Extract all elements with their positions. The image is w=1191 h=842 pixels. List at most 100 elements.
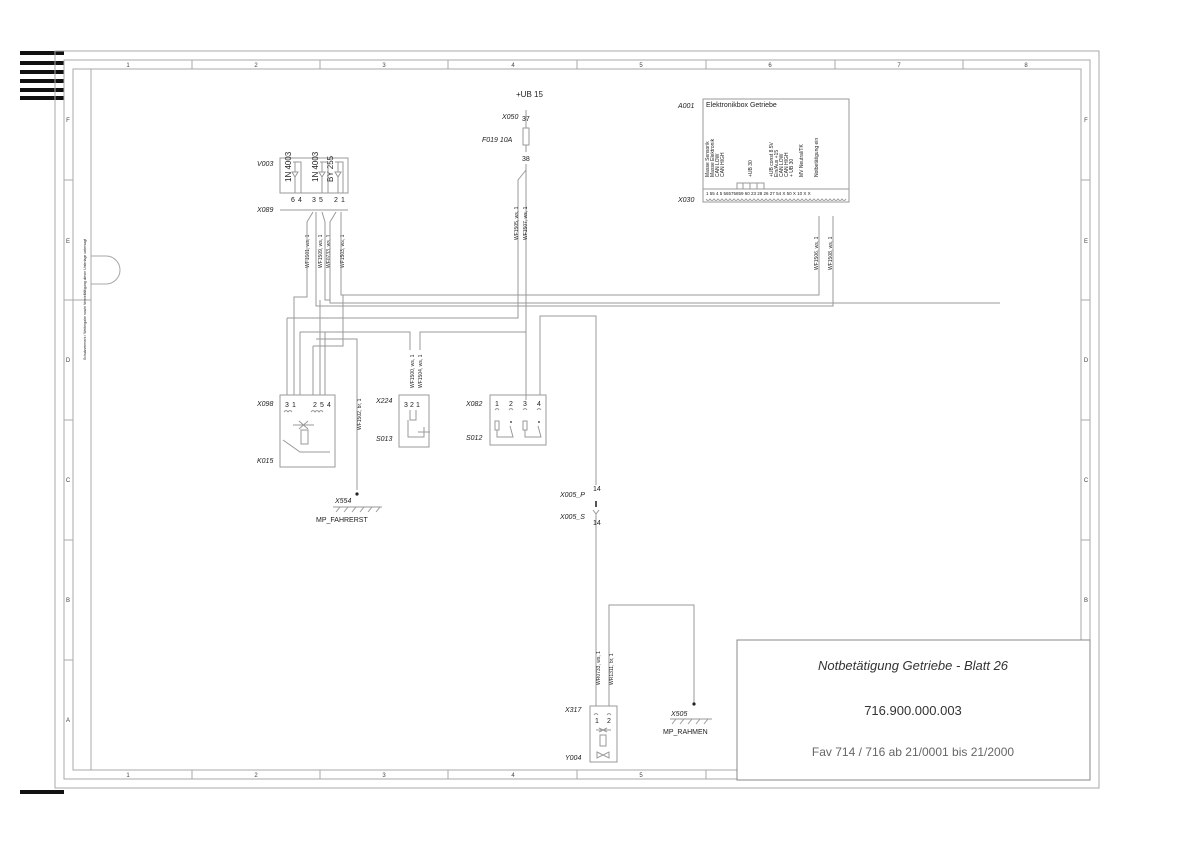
- x005p-label: X005_P: [559, 492, 585, 499]
- svg-text:WF1507, ws, 1: WF1507, ws, 1: [523, 206, 529, 240]
- x317-label: X317: [564, 707, 582, 714]
- svg-text:2: 2: [254, 63, 258, 69]
- x050-pin-38: 38: [522, 156, 530, 163]
- svg-text:3: 3: [382, 63, 386, 69]
- mp-rahmen-label: MP_RAHMEN: [663, 729, 708, 736]
- svg-text:1: 1: [341, 197, 345, 204]
- svg-text:14: 14: [593, 520, 601, 527]
- svg-text:WF1505, ws, 1: WF1505, ws, 1: [514, 206, 520, 240]
- svg-text:5: 5: [639, 773, 643, 779]
- svg-text:WF1509, ws, 1: WF1509, ws, 1: [318, 234, 324, 268]
- x098-label: X098: [256, 401, 273, 408]
- svg-text:WR0733, ws, 1: WR0733, ws, 1: [596, 651, 602, 685]
- svg-text:F: F: [66, 118, 70, 124]
- svg-text:6: 6: [291, 197, 295, 204]
- power-fuse-group: +UB 15 X050 37 F019 10A 38 WF1505, ws, 1…: [482, 90, 543, 318]
- svg-text:1N 4003: 1N 4003: [311, 151, 320, 182]
- svg-text:CAN HIGH: CAN HIGH: [720, 152, 726, 177]
- svg-text:WF1503, ws, 1: WF1503, ws, 1: [340, 234, 346, 268]
- svg-text:1: 1: [495, 401, 499, 408]
- switch-s012: X082 1 2 3 4 S012: [465, 394, 547, 446]
- svg-text:A: A: [66, 718, 70, 724]
- svg-text:5: 5: [319, 197, 323, 204]
- svg-text:BY 255: BY 255: [326, 155, 335, 182]
- svg-text:WF1501, ws, 1: WF1501, ws, 1: [305, 234, 311, 268]
- svg-text:3: 3: [382, 773, 386, 779]
- svg-text:4: 4: [511, 773, 515, 779]
- svg-text:WR1311, br, 1: WR1311, br, 1: [609, 653, 615, 685]
- x050-label: X050: [501, 114, 518, 121]
- relay-k015: X098 3 1 2 5 4 K015 WF1502, br, 1 X554 M…: [256, 394, 382, 524]
- svg-text:2: 2: [410, 402, 414, 409]
- diode-block-v003: V003 1N 4003 1N 4003 BY 255 6 4 3 5 2 1 …: [256, 151, 349, 268]
- svg-text:5: 5: [320, 402, 324, 409]
- svg-text:WF1506, ws, 1: WF1506, ws, 1: [814, 236, 820, 270]
- svg-text:WF0733, ws, 1: WF0733, ws, 1: [326, 234, 332, 268]
- svg-text:F: F: [1084, 118, 1088, 124]
- svg-text:4: 4: [511, 63, 515, 69]
- x005s-label: X005_S: [559, 514, 585, 521]
- ecu-a001: A001 Elektronikbox Getriebe Masse Sensor…: [677, 98, 850, 270]
- ecu-ref: A001: [677, 103, 694, 110]
- s012-label: S012: [466, 435, 482, 442]
- fuse-label: F019 10A: [482, 137, 513, 144]
- svg-text:CAN LOW: CAN LOW: [779, 153, 785, 177]
- svg-text:2: 2: [334, 197, 338, 204]
- svg-text:MV Neutral/TK: MV Neutral/TK: [799, 144, 805, 177]
- svg-text:4: 4: [537, 401, 541, 408]
- column-labels-bottom: 1 2 3 4 5: [126, 773, 643, 779]
- svg-text:2: 2: [254, 773, 258, 779]
- svg-text:Notbetätigung ein: Notbetätigung ein: [814, 138, 820, 177]
- k015-label: K015: [257, 458, 273, 465]
- svg-text:7: 7: [897, 63, 901, 69]
- svg-text:3: 3: [523, 401, 527, 408]
- v003-label: V003: [257, 161, 273, 168]
- ecu-name: Elektronikbox Getriebe: [706, 102, 777, 109]
- svg-text:1: 1: [292, 402, 296, 409]
- y004-label: Y004: [565, 755, 581, 762]
- x030-label: X030: [677, 197, 694, 204]
- svg-text:1: 1: [416, 402, 420, 409]
- wire-harness: [286, 211, 1000, 490]
- svg-text:CAN LOW: CAN LOW: [715, 153, 721, 177]
- column-labels-top: 1 2 3 4 5 6 7 8: [126, 63, 1028, 69]
- svg-text:2: 2: [313, 402, 317, 409]
- svg-text:WF1508, ws, 1: WF1508, ws, 1: [828, 236, 834, 270]
- row-labels-left: F E D C B A: [66, 118, 71, 724]
- supply-label: +UB 15: [516, 90, 543, 99]
- svg-text:B: B: [1084, 598, 1088, 604]
- side-note: Schutzvermerk / Weitergabe sowie Verviel…: [83, 239, 87, 360]
- svg-text:2: 2: [607, 718, 611, 725]
- x505-label: X505: [670, 711, 687, 718]
- svg-text:14: 14: [593, 486, 601, 493]
- svg-text:Masse Elektronik: Masse Elektronik: [710, 138, 716, 177]
- svg-text:4: 4: [327, 402, 331, 409]
- plug-x005: 14 X005_P X005_S 14: [559, 486, 601, 604]
- x554-label: X554: [334, 498, 351, 505]
- svg-text:3: 3: [285, 402, 289, 409]
- svg-text:C: C: [66, 478, 71, 484]
- svg-text:1: 1: [595, 718, 599, 725]
- svg-text:2: 2: [509, 401, 513, 408]
- svg-text:1N 4003: 1N 4003: [284, 151, 293, 182]
- x082-label: X082: [465, 401, 482, 408]
- svg-text:1: 1: [126, 63, 130, 69]
- ecu-pins: 1 55 4 5 56575859 60 23 28 26 27 54 X 50…: [706, 191, 811, 196]
- svg-text:+ UB 30: + UB 30: [789, 159, 795, 177]
- valve-y004: WR0733, ws, 1 WR1311, br, 1 X317 1 2 Y00…: [564, 604, 712, 763]
- svg-text:CAN HIGH: CAN HIGH: [784, 152, 790, 177]
- svg-text:3: 3: [404, 402, 408, 409]
- svg-text:+UB 30: +UB 30: [748, 160, 754, 177]
- svg-text:C: C: [1084, 478, 1089, 484]
- svg-text:4: 4: [298, 197, 302, 204]
- svg-text:5: 5: [639, 63, 643, 69]
- svg-text:3: 3: [312, 197, 316, 204]
- svg-text:B: B: [66, 598, 70, 604]
- x089-label: X089: [256, 207, 273, 214]
- svg-text:Masse Sensorik: Masse Sensorik: [705, 141, 711, 177]
- svg-text:E: E: [1084, 239, 1088, 245]
- drawing-number: 716.900.000.003: [864, 703, 962, 718]
- svg-text:8: 8: [1024, 63, 1028, 69]
- svg-text:E: E: [66, 239, 70, 245]
